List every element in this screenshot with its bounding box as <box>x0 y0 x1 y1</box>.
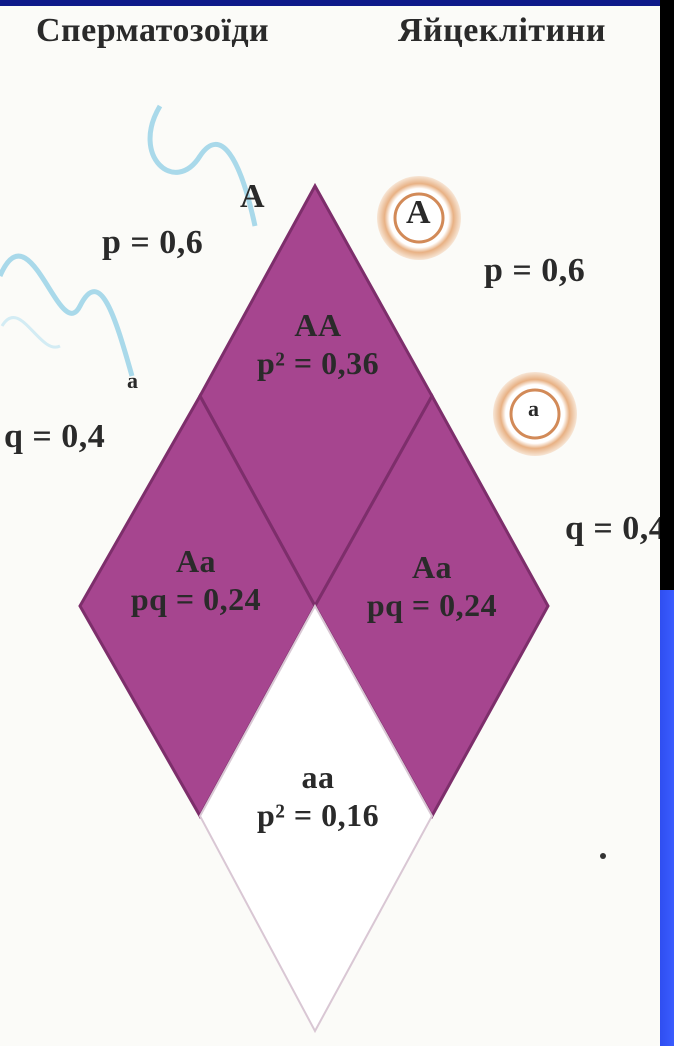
cell-AA-label: AA p² = 0,36 <box>257 306 379 382</box>
header-eggs: Яйцеклітини <box>398 12 606 49</box>
diagram-canvas: Сперматозоїди Яйцеклітини A p = 0,6 a q … <box>0 6 666 1046</box>
egg-freq-p: p = 0,6 <box>484 252 586 289</box>
egg-a-nucleus <box>509 388 561 440</box>
right-blue-strip <box>660 590 674 1046</box>
top-frame <box>0 0 674 6</box>
sperm-freq-q: q = 0,4 <box>4 418 106 455</box>
sperm-freq-p: p = 0,6 <box>102 224 204 261</box>
egg-allele-A: A <box>406 194 432 231</box>
cell-aa-label: aa p² = 0,16 <box>257 758 379 834</box>
egg-A-nucleus <box>393 192 445 244</box>
right-dark-panel <box>660 0 674 590</box>
cell-AA-genotype: AA <box>294 307 342 343</box>
sperm-tail-faint <box>0 316 61 349</box>
sperm-tail-lower <box>0 253 135 377</box>
cell-Aa-right-genotype: Aa <box>411 549 453 585</box>
cell-aa-shape <box>198 603 434 1034</box>
cell-aa-genotype: aa <box>301 759 335 795</box>
sperm-allele-A: A <box>240 178 266 215</box>
egg-allele-a: a <box>528 396 540 421</box>
cell-Aa-right-frequency: pq = 0,24 <box>366 587 498 623</box>
sperm-tail-upper <box>147 104 258 227</box>
cell-AA-frequency: p² = 0,36 <box>256 345 380 381</box>
cell-Aa-left-genotype: Aa <box>175 543 217 579</box>
punnett-diagram <box>0 104 606 1034</box>
cell-Aa-right-label: Aa pq = 0,24 <box>367 548 497 624</box>
cell-Aa-left-frequency: pq = 0,24 <box>130 581 262 617</box>
cell-Aa-left-label: Aa pq = 0,24 <box>131 542 261 618</box>
sperm-allele-a: a <box>127 368 139 393</box>
header-sperm: Сперматозоїди <box>36 12 270 49</box>
cell-aa-frequency: p² = 0,16 <box>256 797 380 833</box>
egg-freq-q: q = 0,4 <box>565 510 667 547</box>
dot-mark <box>600 853 606 859</box>
